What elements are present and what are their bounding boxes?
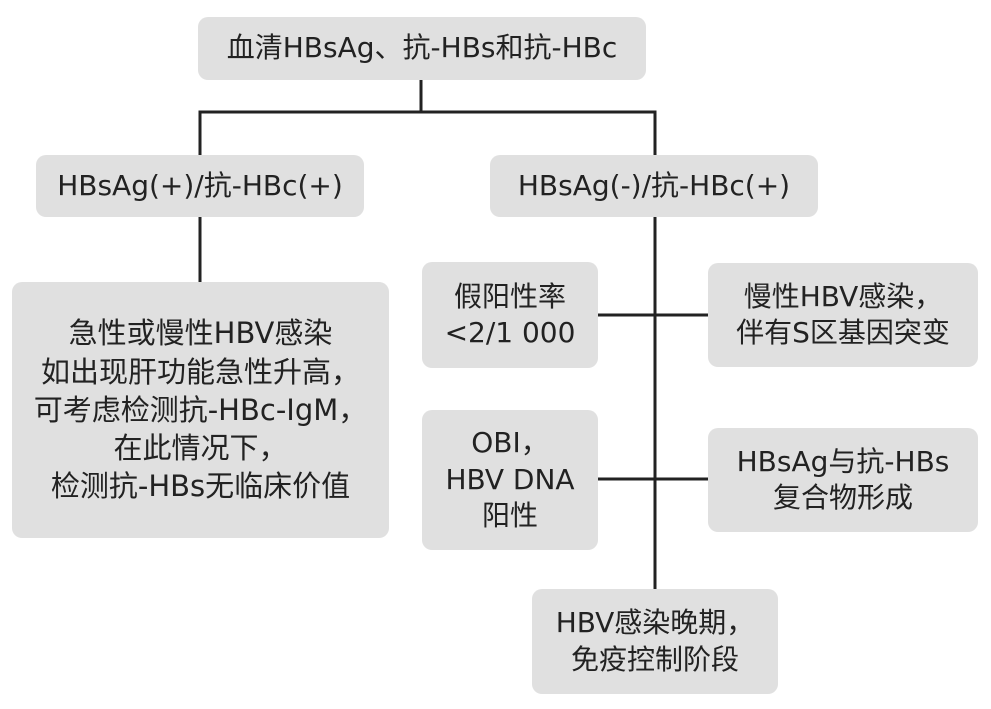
right-branch-node: HBsAg(-)/抗-HBc(+) — [490, 155, 818, 217]
chronic-mutation-line: 伴有S区基因突变 — [736, 316, 950, 349]
obi-line: OBI， — [471, 426, 549, 460]
left-branch-label: HBsAg(+)/抗-HBc(+) — [57, 168, 343, 202]
acute-chronic-infection-node: 急性或慢性HBV感染 如出现肝功能急性升高， 可考虑检测抗-HBc-IgM， 在… — [12, 282, 389, 538]
root-node: 血清HBsAg、抗-HBs和抗-HBc — [198, 17, 646, 80]
late-stage-line: 免疫控制阶段 — [570, 642, 739, 676]
obi-line: HBV DNA — [445, 462, 575, 496]
left-branch-node: HBsAg(+)/抗-HBc(+) — [36, 155, 364, 217]
immune-complex-line: 复合物形成 — [772, 481, 913, 514]
immune-complex-line: HBsAg与抗-HBs — [736, 444, 950, 478]
false-positive-node: 假阳性率 <2/1 000 — [422, 262, 598, 368]
right-branch-label: HBsAg(-)/抗-HBc(+) — [517, 168, 791, 202]
chronic-mutation-line: 慢性HBV感染， — [743, 279, 943, 313]
false-positive-line: <2/1 000 — [444, 316, 576, 349]
late-stage-node: HBV感染晚期， 免疫控制阶段 — [532, 589, 778, 694]
chronic-mutation-node: 慢性HBV感染， 伴有S区基因突变 — [708, 263, 978, 367]
result-line: 可考虑检测抗-HBc-IgM， — [33, 392, 368, 427]
immune-complex-node: HBsAg与抗-HBs 复合物形成 — [708, 428, 978, 532]
result-line: 如出现肝功能急性升高， — [40, 354, 360, 389]
result-line: 在此情况下， — [113, 431, 288, 466]
obi-line: 阳性 — [481, 499, 538, 533]
obi-node: OBI， HBV DNA 阳性 — [422, 410, 598, 550]
result-line: 急性或慢性HBV感染 — [68, 316, 333, 351]
false-positive-line: 假阳性率 — [453, 279, 566, 313]
late-stage-line: HBV感染晚期， — [555, 606, 755, 640]
root-label: 血清HBsAg、抗-HBs和抗-HBc — [226, 31, 618, 65]
result-line: 检测抗-HBs无临床价值 — [50, 469, 351, 504]
